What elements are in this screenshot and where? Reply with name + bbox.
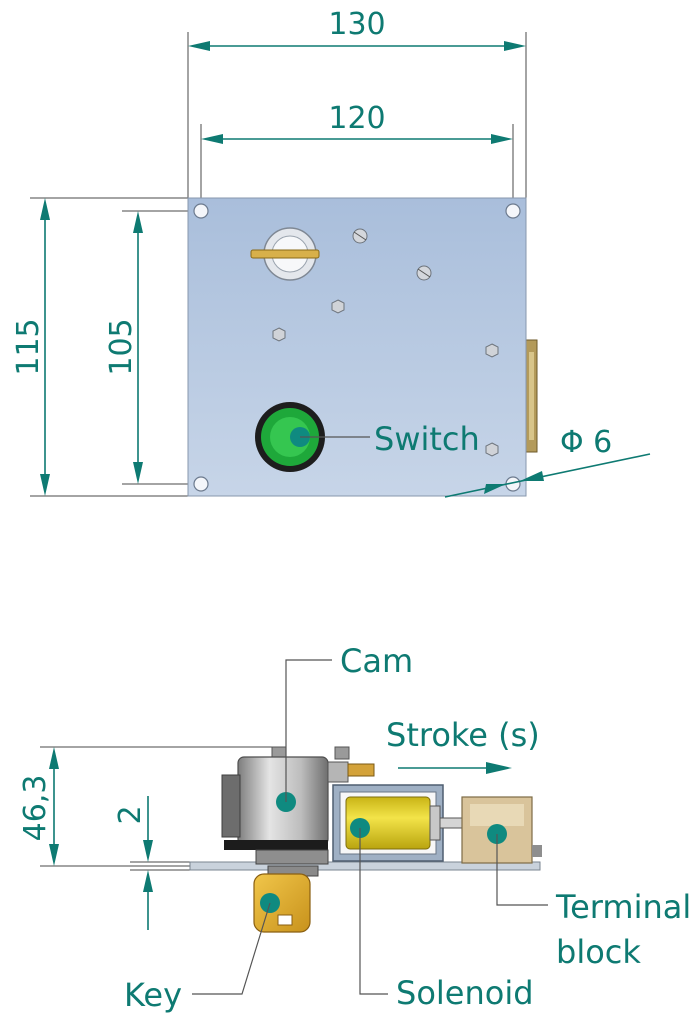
terminal-label-line1: Terminal — [555, 888, 691, 926]
stroke-label-text: Stroke (s) — [386, 716, 540, 754]
cam-label-text: Cam — [340, 642, 413, 680]
dimension-height-inner: 105 — [104, 210, 201, 485]
side-view: 46,3 2 — [18, 642, 691, 1014]
key-label-text: Key — [124, 976, 182, 1014]
dimension-side-height: 46,3 — [18, 746, 283, 867]
terminal-block-label: Terminal block — [496, 834, 691, 971]
terminal-label-line2: block — [556, 933, 641, 971]
switch-label: Switch — [300, 420, 480, 458]
switch-label-text: Switch — [374, 420, 480, 458]
switch-button — [255, 402, 325, 472]
cam-label: Cam — [285, 642, 413, 802]
hex-nut-icon — [485, 442, 499, 457]
mounting-plate — [187, 197, 527, 497]
dimension-text-2: 2 — [113, 805, 148, 824]
cam-housing — [221, 746, 375, 865]
dimension-text-120: 120 — [328, 101, 385, 136]
hex-nuts — [272, 299, 499, 457]
hex-nut-icon — [485, 343, 499, 358]
solenoid-label: Solenoid — [359, 828, 534, 1012]
mounting-holes — [193, 203, 521, 492]
dimension-plate-thickness: 2 — [113, 796, 190, 930]
stroke-indicator: Stroke (s) — [386, 716, 540, 774]
front-view: 130 120 115 105 — [11, 7, 651, 498]
dimension-hole-diameter: Φ 6 — [444, 425, 651, 498]
hex-nut-icon — [272, 327, 286, 342]
terminal-block — [461, 796, 542, 864]
dimension-text-115: 115 — [11, 318, 46, 375]
dimension-text-130: 130 — [328, 7, 385, 42]
hex-nut-icon — [331, 299, 345, 314]
mounting-hole — [193, 203, 209, 219]
key-lock-front — [250, 227, 320, 281]
dimension-width-outer: 130 — [187, 7, 527, 198]
dimension-text-105: 105 — [104, 318, 139, 375]
mounting-hole — [505, 203, 521, 219]
key-label: Key — [124, 902, 271, 1014]
base-plate-side — [189, 861, 541, 871]
dimension-text-phi6: Φ 6 — [560, 425, 612, 460]
solenoid-label-text: Solenoid — [396, 974, 534, 1012]
mounting-hole — [193, 476, 209, 492]
dimension-height-outer: 115 — [11, 197, 188, 497]
dimension-text-46-3: 46,3 — [18, 775, 53, 842]
screws — [352, 228, 432, 281]
solenoid-body — [332, 784, 465, 862]
dimension-width-inner: 120 — [200, 101, 514, 210]
